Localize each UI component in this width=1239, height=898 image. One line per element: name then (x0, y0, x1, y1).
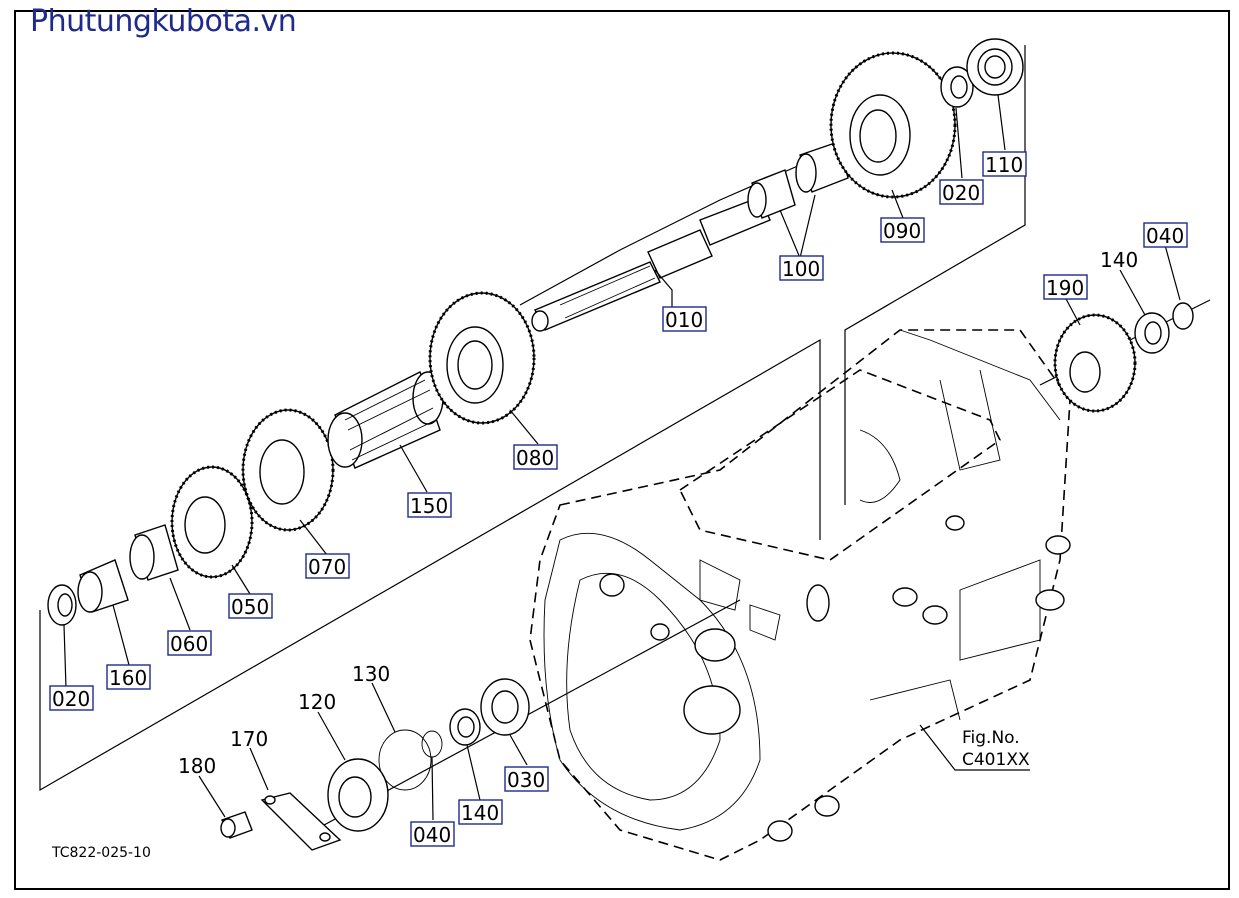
callout-060: 060 (167, 630, 212, 656)
svg-text:120: 120 (298, 690, 336, 714)
callout-110: 110 (982, 151, 1027, 177)
callout-labels: 010 020 020 030 040 040 050 060 070 080 … (49, 151, 1188, 847)
svg-text:040: 040 (413, 823, 451, 847)
svg-text:040: 040 (1146, 224, 1184, 248)
callout-070: 070 (305, 553, 350, 579)
callout-170: 170 (230, 727, 268, 751)
fig-number: C401XX (962, 750, 1030, 770)
svg-text:100: 100 (782, 257, 820, 281)
drawing-frame (14, 10, 1230, 890)
callout-030: 030 (504, 766, 549, 792)
callout-190: 190 (1043, 274, 1088, 300)
callout-020-upper: 020 (939, 179, 984, 205)
svg-text:090: 090 (883, 219, 921, 243)
svg-text:060: 060 (170, 632, 208, 656)
callout-150: 150 (407, 492, 452, 518)
front-cover-parts (220, 678, 530, 851)
svg-text:140: 140 (461, 801, 499, 825)
callout-160: 160 (106, 664, 151, 690)
svg-text:020: 020 (52, 687, 90, 711)
callout-leaders (63, 94, 1181, 821)
svg-text:080: 080 (516, 446, 554, 470)
callout-090: 090 (880, 217, 925, 243)
callout-010: 010 (662, 306, 707, 332)
leader-lines (39, 45, 1211, 839)
fig-label: Fig.No. (962, 728, 1020, 748)
callout-140-lower: 140 (458, 799, 503, 825)
drawing-code: TC822-025-10 (51, 845, 151, 861)
svg-text:110: 110 (985, 153, 1023, 177)
svg-text:050: 050 (231, 595, 269, 619)
main-shaft-parts (47, 38, 1024, 626)
callout-080: 080 (513, 444, 558, 470)
svg-text:030: 030 (507, 768, 545, 792)
svg-text:140: 140 (1100, 248, 1138, 272)
callout-100: 100 (779, 255, 824, 281)
callout-180: 180 (178, 754, 216, 778)
callout-130: 130 (352, 662, 390, 686)
svg-text:160: 160 (109, 666, 147, 690)
transmission-case (529, 329, 1071, 861)
callout-020-lower: 020 (49, 685, 94, 711)
callout-040-upper: 040 (1143, 222, 1188, 248)
svg-text:130: 130 (352, 662, 390, 686)
svg-text:070: 070 (308, 555, 346, 579)
svg-text:170: 170 (230, 727, 268, 751)
callout-050: 050 (228, 593, 273, 619)
svg-text:180: 180 (178, 754, 216, 778)
callout-040-lower: 040 (410, 821, 455, 847)
svg-text:150: 150 (410, 494, 448, 518)
idler-gear-parts (1053, 302, 1194, 413)
callout-120: 120 (298, 690, 336, 714)
svg-text:010: 010 (665, 308, 703, 332)
svg-text:020: 020 (942, 181, 980, 205)
brand-watermark: Phutungkubota.vn (30, 4, 297, 39)
callout-140-upper: 140 (1100, 248, 1138, 272)
svg-text:190: 190 (1046, 276, 1084, 300)
